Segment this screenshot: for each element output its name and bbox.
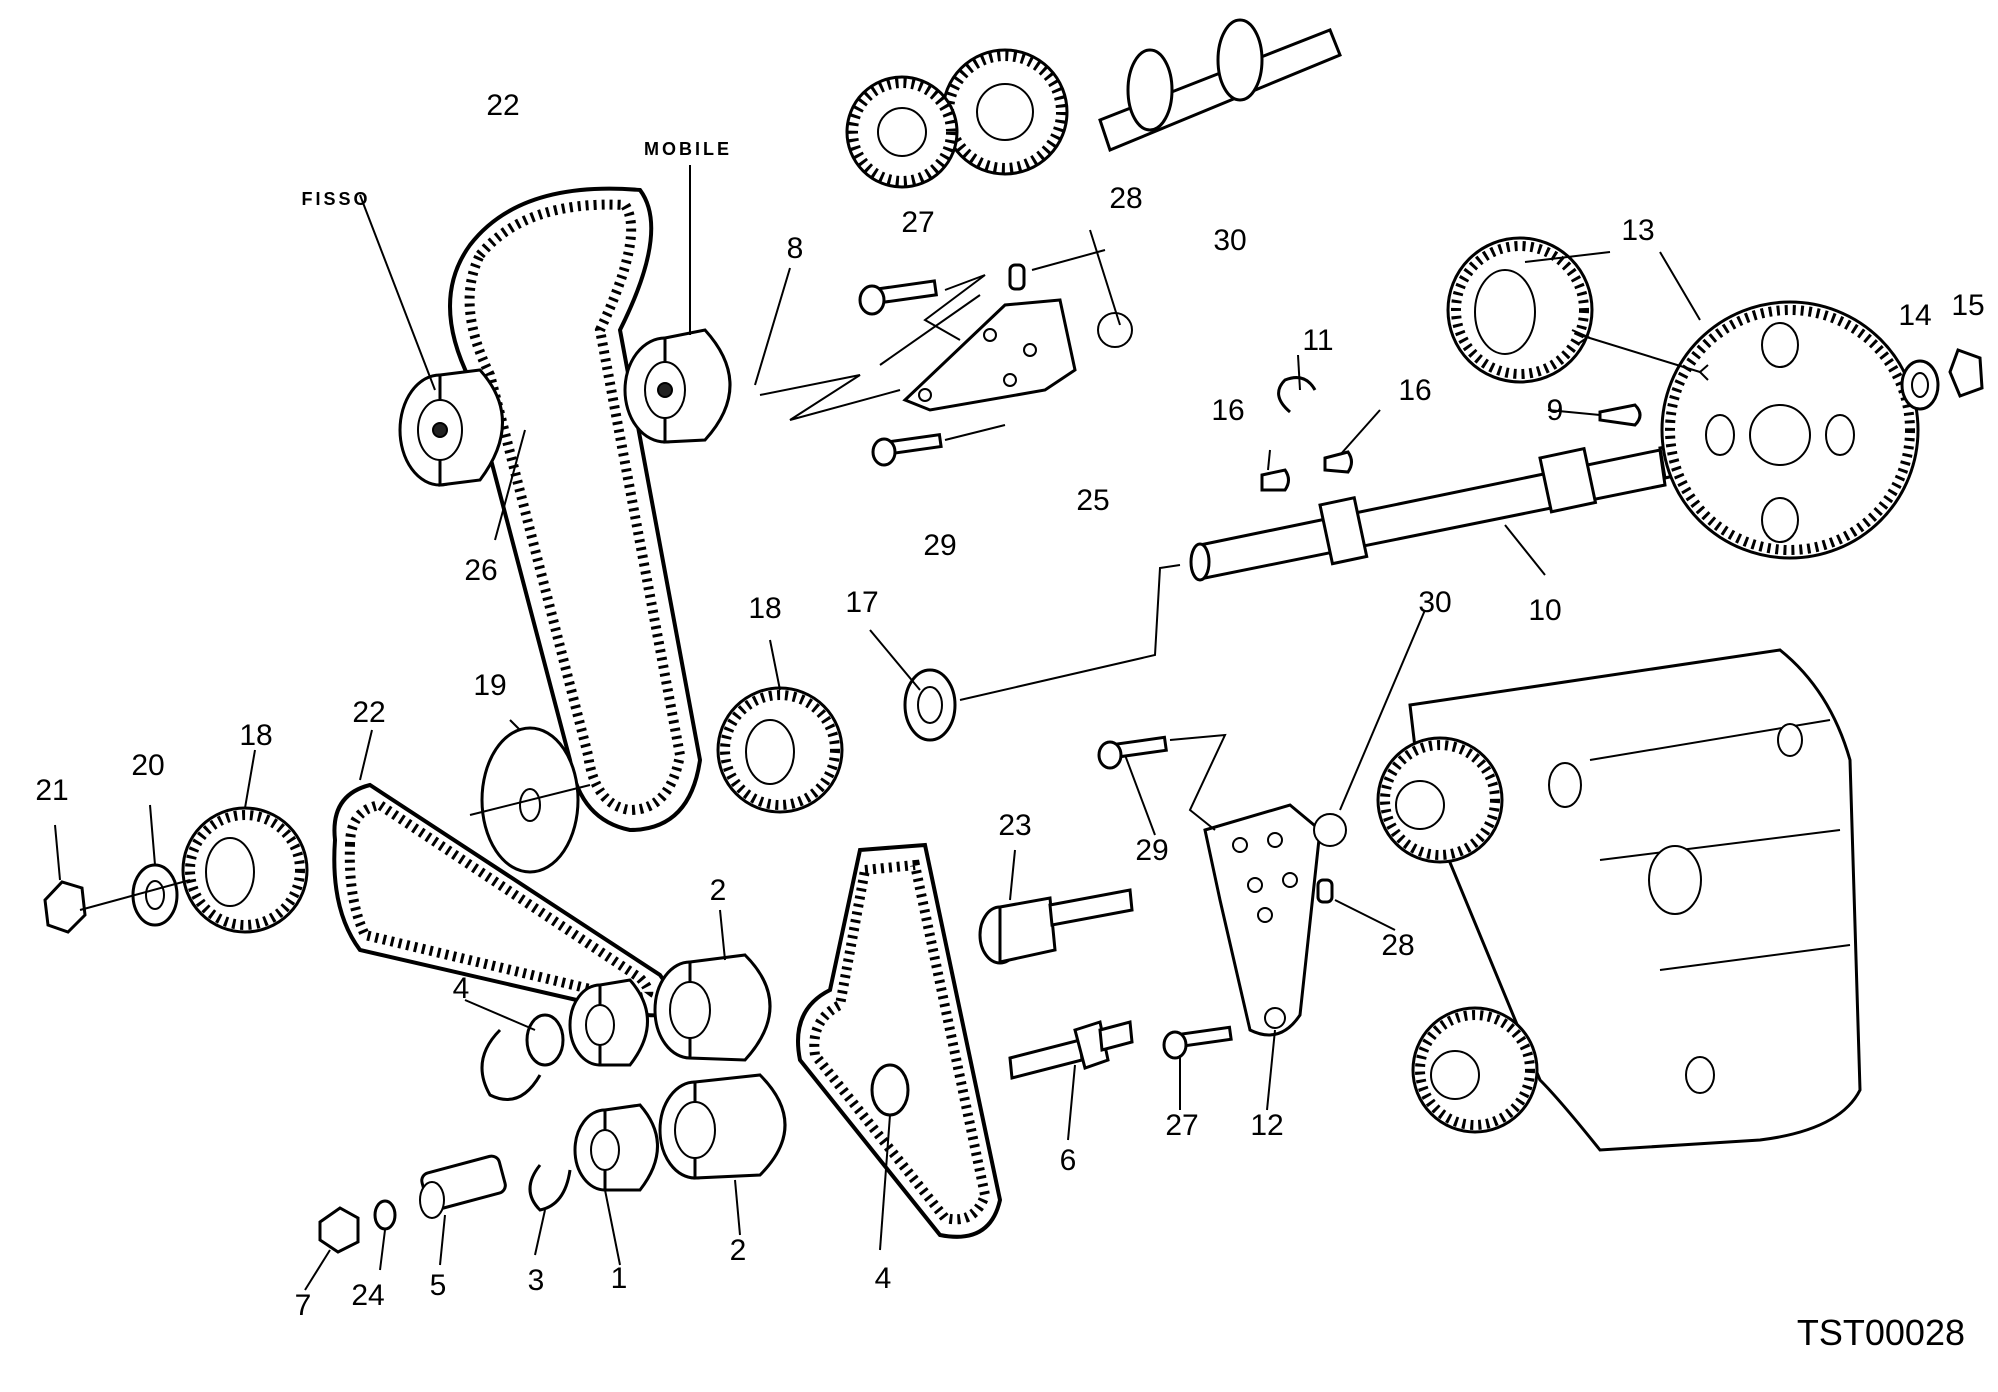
key-16-right (1323, 450, 1353, 474)
snap-ring-3-lower (528, 1164, 572, 1212)
callout-18-lower: 18 (239, 719, 272, 752)
callout-2-lower: 2 (730, 1234, 747, 1267)
nut-7 (318, 1206, 360, 1254)
callout-21: 21 (35, 774, 68, 807)
callout-17: 17 (845, 586, 878, 619)
ring-4-belt (870, 1063, 910, 1117)
callout-27-top: 27 (901, 206, 934, 239)
callout-22-top: 22 (486, 89, 519, 122)
callout-26: 26 (464, 554, 497, 587)
callout-14: 14 (1898, 299, 1931, 332)
idler-2-lower (658, 1073, 787, 1180)
nut-21 (43, 880, 87, 934)
callout-16-left: 16 (1211, 394, 1244, 427)
pin-28-lower (1316, 878, 1334, 904)
bearing-1-lower (573, 1103, 659, 1192)
callout-28-lower: 28 (1381, 929, 1414, 962)
key-9 (1598, 403, 1642, 427)
pin-28-top (1008, 263, 1026, 291)
callout-1: 1 (611, 1262, 628, 1295)
callout-4-right: 4 (875, 1262, 892, 1295)
stud-23 (978, 888, 1134, 965)
callout-12: 12 (1250, 1109, 1283, 1142)
stud-5 (419, 1154, 507, 1219)
callout-10: 10 (1528, 594, 1561, 627)
callout-20: 20 (131, 749, 164, 782)
callout-19: 19 (473, 669, 506, 702)
tensioner-bracket (902, 298, 1077, 412)
sprocket-18-middle (716, 686, 844, 814)
stud-6 (1008, 1020, 1134, 1080)
leader-lines (54, 165, 1701, 1291)
ring-4-small (525, 1013, 565, 1067)
mobile-label: MOBILE (644, 139, 732, 159)
fixed-idler-pulley (398, 368, 504, 487)
camshaft-assembly (845, 18, 1342, 189)
callout-27-lower: 27 (1165, 1109, 1198, 1142)
callout-25: 25 (1076, 484, 1109, 517)
snap-ring-3-upper (480, 1028, 542, 1101)
screw-29-top (871, 432, 943, 467)
gear-13-small (1446, 236, 1594, 384)
bracket-12 (1203, 803, 1322, 1037)
gear-13-large (1660, 300, 1920, 560)
callout-4-left: 4 (453, 972, 470, 1005)
key-16-left (1260, 468, 1290, 492)
callout-29-lower: 29 (1135, 834, 1168, 867)
fixed-label: FISSO (301, 189, 370, 209)
callout-18-middle: 18 (748, 592, 781, 625)
o-ring-30-lower (1313, 813, 1347, 847)
callout-30-top: 30 (1213, 224, 1246, 257)
upper-timing-belt (448, 186, 703, 833)
callout-23: 23 (998, 809, 1031, 842)
mobile-idler-pulley (623, 328, 732, 444)
idler-2-upper (653, 953, 772, 1062)
nut-15 (1948, 348, 1984, 398)
sprocket-18-lower (181, 806, 309, 934)
callout-3: 3 (528, 1264, 545, 1297)
callout-24: 24 (351, 1279, 384, 1312)
lock-washer-24 (373, 1199, 397, 1231)
screw-29-lower (1097, 735, 1168, 770)
drawing-code: TST00028 (1797, 1312, 1965, 1353)
callouts: 1 2 2 3 4 4 5 6 7 8 9 10 11 12 13 14 15 … (35, 89, 1984, 1322)
callout-9: 9 (1547, 394, 1564, 427)
callout-2-upper: 2 (710, 874, 727, 907)
screw-27-top (858, 279, 939, 316)
bearing-1-upper (568, 978, 649, 1067)
callout-13: 13 (1621, 214, 1654, 247)
callout-5: 5 (430, 1269, 447, 1302)
callout-29-top: 29 (923, 529, 956, 562)
callout-7: 7 (295, 1289, 312, 1322)
callout-6: 6 (1060, 1144, 1077, 1177)
callout-16-right: 16 (1398, 374, 1431, 407)
callout-28-top: 28 (1109, 182, 1142, 215)
screw-27-lower (1162, 1025, 1233, 1060)
callout-11: 11 (1302, 324, 1333, 357)
injection-pump-housing (1376, 648, 1862, 1152)
callout-22-lower: 22 (352, 696, 385, 729)
callout-15: 15 (1951, 289, 1984, 322)
callout-8: 8 (787, 232, 804, 265)
drive-belt-center (796, 842, 1003, 1239)
circlip-11 (1277, 376, 1317, 414)
o-ring-30-top (1097, 312, 1133, 348)
callout-30-lower: 30 (1418, 586, 1451, 619)
